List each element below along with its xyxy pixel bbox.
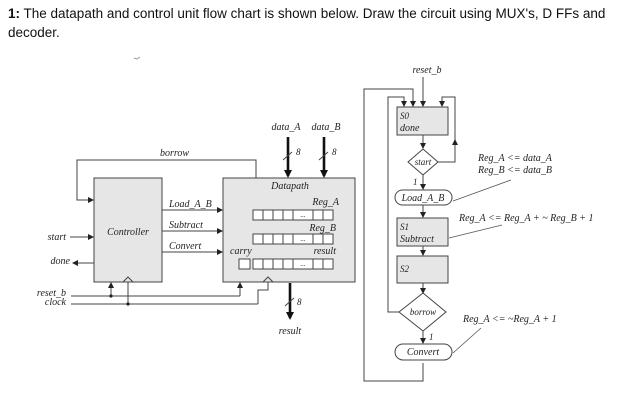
- start-label: start: [48, 232, 67, 243]
- register-cell: [252, 233, 264, 245]
- load-box-label: Load_A_B: [401, 193, 445, 204]
- s1-output: Subtract: [400, 234, 434, 245]
- load-signal-label: Load_A_B: [168, 199, 212, 210]
- register-cell: [282, 209, 294, 221]
- register-reg-a-cells: ...: [252, 209, 334, 221]
- stray-mark: [133, 56, 141, 60]
- data-a-bus: data_A 8: [272, 122, 302, 178]
- datapath-block: Datapath Reg_A Reg_B result carry ......…: [222, 177, 356, 283]
- state-s0: S0 done: [396, 106, 449, 136]
- register-cell: [252, 258, 264, 270]
- convert-box-label: Convert: [407, 347, 439, 358]
- register-cell: [262, 233, 274, 245]
- borrow-decision-label: borrow: [410, 307, 436, 317]
- load-signal: Load_A_B: [162, 199, 223, 213]
- s0-output: done: [400, 123, 420, 134]
- register-ellipsis: ...: [300, 260, 306, 268]
- register-cell: [282, 233, 294, 245]
- controller-block: Controller: [93, 177, 163, 283]
- carry-flipflop: [238, 258, 251, 270]
- done-signal: done: [51, 256, 94, 267]
- register-cell: [252, 209, 264, 221]
- register-cell: [322, 258, 334, 270]
- annotation-load-2: Reg_B <= data_B: [477, 165, 552, 176]
- register-cell: [312, 209, 324, 221]
- start-decision: start: [407, 148, 439, 176]
- start-decision-label: start: [415, 157, 432, 167]
- result-reg-label: result: [314, 246, 337, 257]
- carry-label: carry: [230, 246, 252, 257]
- register-cell: [262, 209, 274, 221]
- convert-box: Convert: [394, 343, 453, 361]
- subtract-signal-label: Subtract: [169, 220, 203, 231]
- subtract-signal: Subtract: [162, 220, 223, 234]
- register-cell: [312, 258, 324, 270]
- reg-b-label: Reg_B: [308, 223, 336, 234]
- clock-triangle-icon: [122, 276, 134, 283]
- register-ellipsis: ...: [300, 211, 306, 219]
- borrow-signal-label: borrow: [160, 148, 189, 159]
- start-signal: start: [48, 232, 94, 243]
- question-number: 1:: [8, 6, 21, 21]
- data-a-label: data_A: [272, 122, 302, 133]
- reg-a-label: Reg_A: [311, 197, 340, 208]
- register-reg-b-cells: ...: [252, 233, 334, 245]
- borrow-branch-label: 1: [429, 332, 434, 342]
- question-body: The datapath and control unit flow chart…: [8, 6, 606, 40]
- controller-label: Controller: [107, 227, 149, 238]
- flowchart: reset_b S0 done start 1 Load_A_B: [363, 65, 594, 382]
- load-box: Load_A_B: [394, 189, 453, 206]
- s0-label: S0: [400, 111, 410, 121]
- register-result-cells: ...: [252, 258, 334, 270]
- question-text: 1: The datapath and control unit flow ch…: [8, 4, 623, 42]
- register-ellipsis: ...: [300, 235, 306, 243]
- register-cell: [322, 209, 334, 221]
- data-a-width: 8: [296, 147, 301, 157]
- datapath-label: Datapath: [270, 181, 309, 192]
- state-s1: S1 Subtract: [396, 217, 449, 247]
- borrow-decision: borrow: [398, 292, 447, 332]
- borrow-wire: borrow: [76, 148, 257, 203]
- result-output-label: result: [279, 326, 302, 337]
- register-cell: [272, 209, 284, 221]
- s2-label: S2: [400, 264, 410, 274]
- annotation-subtract: Reg_A <= Reg_A + ~ Reg_B + 1: [458, 213, 594, 224]
- start-branch-label: 1: [413, 177, 418, 187]
- register-cell: [322, 233, 334, 245]
- s1-label: S1: [400, 222, 409, 232]
- convert-signal-label: Convert: [169, 241, 201, 252]
- fc-reset-label: reset_b: [412, 65, 441, 76]
- annotation-load-1: Reg_A <= data_A: [477, 153, 553, 164]
- result-bus: 8 result: [279, 283, 302, 337]
- data-b-bus: data_B 8: [312, 122, 341, 178]
- convert-signal: Convert: [162, 241, 223, 255]
- data-b-label: data_B: [312, 122, 341, 133]
- reset-clock-wires: reset_b clock: [37, 282, 269, 308]
- done-label: done: [51, 256, 71, 267]
- annotation-convert: Reg_A <= ~Reg_A + 1: [462, 314, 557, 325]
- clock-triangle-icon: [262, 276, 274, 283]
- result-width: 8: [297, 297, 302, 307]
- register-cell: [312, 233, 324, 245]
- clock-label: clock: [45, 297, 67, 308]
- register-cell: [272, 258, 284, 270]
- register-cell: [262, 258, 274, 270]
- register-cell: [272, 233, 284, 245]
- register-cell: [282, 258, 294, 270]
- reset-label: reset_b: [37, 288, 66, 299]
- state-s2: S2: [396, 255, 449, 284]
- data-b-width: 8: [332, 147, 337, 157]
